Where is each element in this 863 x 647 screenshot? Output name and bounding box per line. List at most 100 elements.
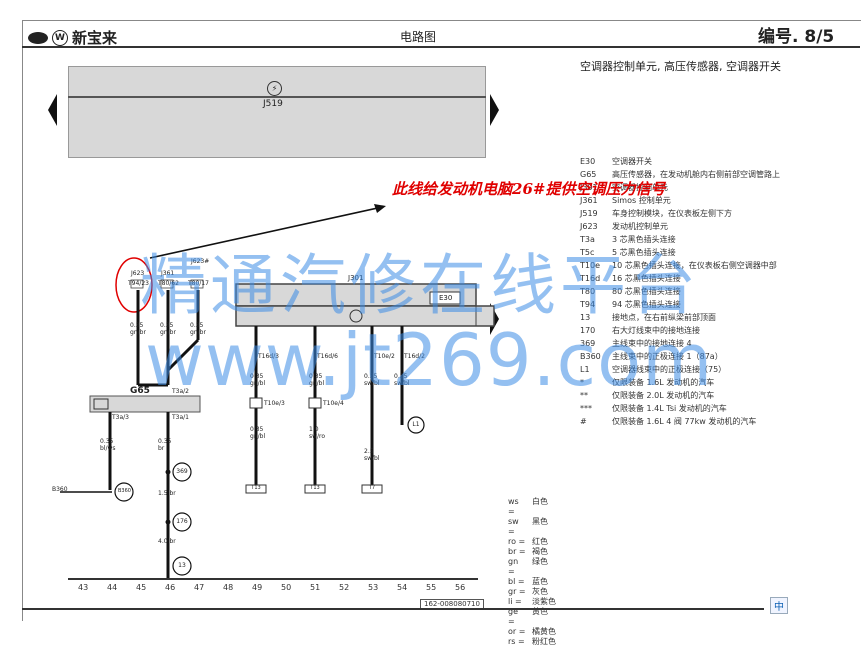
legend-code: T80 — [580, 287, 596, 296]
wire-color-item: or =橘黄色 — [508, 627, 556, 637]
j519-label: J519 — [263, 99, 283, 109]
wiring-diagram — [60, 204, 495, 578]
legend-desc: 仅限装备 1.6L 4 阀 77kw 发动机的汽车 — [612, 417, 757, 426]
wire-color-name: 粉红色 — [532, 637, 556, 646]
legend-item: T94 94 芯黑色插头连接 — [580, 298, 780, 311]
legend-item: T3a 3 芯黑色插头连接 — [580, 233, 780, 246]
wire-size-3: 0.35 gn/br — [190, 322, 206, 336]
wire-color-name: 蓝色 — [532, 577, 548, 586]
bottom-box-2: T13 — [310, 485, 320, 491]
legend-code: * — [580, 378, 584, 387]
connector-label-1: J623 — [131, 270, 145, 277]
wire-color-item: gr =灰色 — [508, 587, 556, 597]
wire-color-abbr: ge = — [508, 607, 518, 626]
j519-divider — [68, 96, 486, 98]
center-title: 电路图 — [400, 30, 437, 44]
legend-desc: 右大灯线束中的接地连接 — [612, 326, 700, 335]
legend-desc: 主线束中的正极连接 1（87a） — [612, 352, 723, 361]
wire-low-1: 0.35 gn/bl — [250, 426, 266, 440]
wire-mid-4: 0.35 sw/bl — [394, 373, 410, 387]
sensor-pin-2: T3a/2 — [172, 388, 189, 395]
module-symbol-icon: ⚡ — [267, 81, 282, 96]
ruler-number: 49 — [252, 583, 263, 592]
legend-code: 13 — [580, 313, 591, 322]
brand-text: 新宝来 — [72, 29, 118, 47]
node-b360-circle-label: B360 — [118, 488, 131, 494]
bottom-box-3: T7 — [368, 485, 376, 491]
legend-desc: 10 芯黑色插头连接，在仪表板右侧空调器中部 — [612, 261, 777, 270]
wire-color-abbr: ws = — [508, 497, 519, 516]
diagram-subtitle: 空调器控制单元, 高压传感器, 空调器开关 — [580, 60, 781, 73]
sensor-label: G65 — [130, 386, 150, 396]
wire-color-item: ge = 黄色 — [508, 607, 556, 627]
legend-desc: 94 芯黑色插头连接 — [612, 300, 681, 309]
ruler-number: 45 — [136, 583, 147, 592]
sensor-pin-3: T3a/3 — [112, 414, 129, 421]
legend-code: T10e — [580, 261, 600, 270]
wire-color-name: 黄色 — [532, 607, 548, 616]
input-method-icon[interactable]: 中 — [770, 597, 788, 614]
wire-color-item: bl = 蓝色 — [508, 577, 556, 587]
legend-code: *** — [580, 404, 592, 413]
legend-item: # 仅限装备 1.6L 4 阀 77kw 发动机的汽车 — [580, 415, 780, 428]
legend-code: J623 — [580, 222, 598, 231]
legend-code: T94 — [580, 300, 596, 309]
legend-desc: 3 芯黑色插头连接 — [612, 235, 676, 244]
wire-br-2: 1.5 br — [158, 490, 176, 497]
legend-code: # — [580, 417, 587, 426]
wire-color-name: 黑色 — [532, 517, 548, 526]
wire-color-abbr: li = — [508, 597, 522, 606]
legend-desc: 车身控制模块，在仪表板左侧下方 — [612, 209, 732, 218]
legend-code: ** — [580, 391, 588, 400]
legend-code: E30 — [580, 157, 596, 166]
ruler-number: 46 — [165, 583, 176, 592]
wire-low-2: 1.0 sw/ro — [309, 426, 326, 440]
legend-item: **仅限装备 2.0L 发动机的汽车 — [580, 389, 780, 402]
ruler-number: 53 — [368, 583, 379, 592]
legend-code: 369 — [580, 339, 596, 348]
vw-logo-icon: W — [52, 29, 68, 46]
legend-code: T16d — [580, 274, 601, 283]
faw-logo-icon — [28, 31, 48, 44]
wire-mid-1: 0.35 gn/bl — [250, 373, 266, 387]
legend-code: G65 — [580, 170, 597, 179]
sensor-pin-1: T3a/1 — [172, 414, 189, 421]
ruler-number: 52 — [339, 583, 350, 592]
wire-color-item: li =淡紫色 — [508, 597, 556, 607]
page-number: 编号. 8/5 — [758, 27, 835, 47]
wire-color-name: 红色 — [532, 537, 548, 546]
controller-pin-2: T16d/6 — [317, 353, 338, 360]
wire-mid-2: 0.35 gn/bl — [309, 373, 325, 387]
legend-desc: 仅限装备 1.6L 发动机的汽车 — [612, 378, 715, 387]
position-ruler — [68, 578, 478, 580]
prev-page-arrow-icon[interactable] — [48, 94, 57, 126]
ruler-number: 51 — [310, 583, 321, 592]
arrow-head-icon — [374, 204, 386, 213]
ground-label-13: 13 — [178, 562, 186, 569]
ruler-number: 56 — [455, 583, 466, 592]
wire-size-1: 0.35 gn/br — [130, 322, 146, 336]
pin-label-2: T80/62 — [158, 280, 179, 287]
signal-annotation: 此线给发动机电脑26#提供空调压力信号 — [392, 180, 666, 198]
node-l1: L1 — [412, 421, 420, 428]
bottom-box-1: T13 — [251, 485, 261, 491]
node-b360: B360 — [52, 486, 68, 493]
legend-desc: 发动机控制单元 — [612, 222, 668, 231]
legend-code: T3a — [580, 235, 595, 244]
sub-pin-2: T10e/4 — [323, 400, 344, 407]
wire-br-1: 0.35 br — [158, 438, 172, 452]
wire-color-abbr: ro = — [508, 537, 526, 546]
wire-color-abbr: bl = — [508, 577, 525, 586]
legend-desc: 空调器控制单元 — [612, 183, 668, 192]
next-page-arrow-icon[interactable] — [490, 94, 499, 126]
controller-label: J301 — [348, 274, 364, 282]
pin-label-3: T80/17 — [188, 280, 209, 287]
